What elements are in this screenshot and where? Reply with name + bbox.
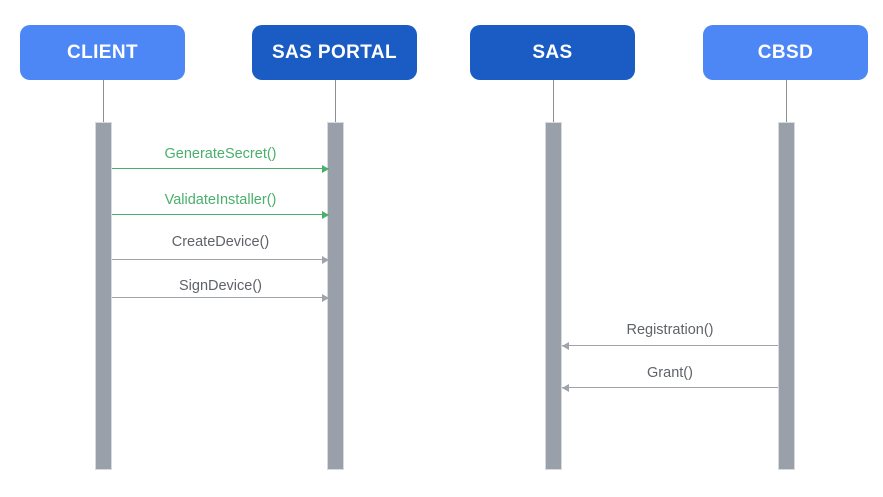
message-line-generate-secret — [112, 168, 329, 169]
message-line-validate-installer — [112, 214, 329, 215]
message-line-registration — [562, 345, 778, 346]
actor-label-cbsd: CBSD — [757, 41, 814, 63]
lifeline-sas-portal — [335, 80, 336, 122]
activation-bar-cbsd — [778, 122, 795, 470]
message-line-sign-device — [112, 297, 329, 298]
activation-bar-sas-portal — [327, 122, 344, 470]
actor-label-sas-portal: SAS PORTAL — [271, 41, 398, 63]
message-label-sign-device: SignDevice() — [179, 278, 262, 294]
actor-box-sas[interactable]: SAS — [470, 25, 635, 80]
message-arrowhead-generate-secret — [322, 164, 329, 173]
actor-box-sas-portal[interactable]: SAS PORTAL — [252, 25, 417, 80]
lifeline-cbsd — [786, 80, 787, 122]
message-arrowhead-validate-installer — [322, 210, 329, 219]
actor-box-cbsd[interactable]: CBSD — [703, 25, 868, 80]
message-line-grant — [562, 387, 778, 388]
message-arrowhead-sign-device — [322, 293, 329, 302]
message-label-generate-secret: GenerateSecret() — [164, 146, 277, 162]
lifeline-client — [103, 80, 104, 122]
activation-bar-client — [95, 122, 112, 470]
message-arrowhead-registration — [562, 341, 569, 350]
message-line-create-device — [112, 259, 329, 260]
message-arrowhead-grant — [562, 383, 569, 392]
message-label-validate-installer: ValidateInstaller() — [164, 192, 277, 208]
message-arrowhead-create-device — [322, 255, 329, 264]
message-label-registration: Registration() — [626, 322, 714, 338]
actor-label-client: CLIENT — [66, 41, 138, 63]
activation-bar-sas — [545, 122, 562, 470]
lifeline-sas — [553, 80, 554, 122]
actor-box-client[interactable]: CLIENT — [20, 25, 185, 80]
message-label-grant: Grant() — [647, 365, 693, 381]
message-label-create-device: CreateDevice() — [171, 234, 270, 250]
actor-label-sas: SAS — [532, 41, 573, 63]
